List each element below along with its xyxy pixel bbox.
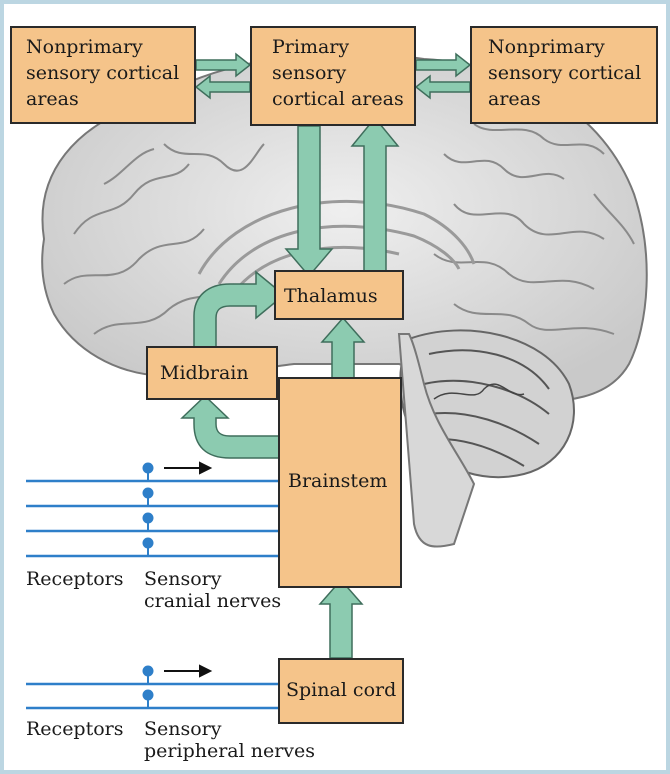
arrow-midbrain-to-thalamus bbox=[193, 270, 286, 349]
box-line: Primary bbox=[272, 36, 350, 58]
thalamus-label: Thalamus bbox=[284, 285, 378, 307]
label-line: cranial nerves bbox=[144, 590, 282, 612]
thalamus-box: Thalamus bbox=[274, 270, 404, 320]
nonprimary-cortical-box-right: Nonprimary sensory cortical areas bbox=[470, 26, 658, 124]
receptor-dot bbox=[142, 665, 154, 677]
diagram-frame: Nonprimary sensory cortical areas Primar… bbox=[4, 4, 666, 770]
box-line: areas bbox=[488, 88, 541, 110]
box-line: areas bbox=[26, 88, 79, 110]
box-line: sensory cortical bbox=[488, 62, 642, 84]
pathway-arrows bbox=[180, 52, 472, 659]
spinal-cord-box: Spinal cord bbox=[278, 658, 404, 724]
midbrain-label: Midbrain bbox=[160, 362, 249, 384]
primary-cortical-box: Primary sensory cortical areas bbox=[250, 26, 416, 126]
spinal-cord-label: Spinal cord bbox=[286, 679, 397, 701]
sensory-cranial-nerves-label: Sensory cranial nerves bbox=[144, 568, 281, 612]
arrow-spinal-to-brainstem bbox=[318, 578, 364, 659]
sensory-peripheral-nerves-label: Sensory peripheral nerves bbox=[144, 718, 315, 762]
arrow-brainstem-to-thalamus bbox=[320, 316, 366, 380]
arrow-left-to-primary bbox=[195, 52, 252, 78]
receptor-dot bbox=[142, 487, 154, 499]
receptor-dot bbox=[142, 689, 154, 701]
arrow-primary-to-left bbox=[194, 74, 251, 100]
receptor-dot bbox=[142, 537, 154, 549]
arrow-primary-to-right bbox=[415, 52, 472, 78]
nerve-lines bbox=[26, 461, 278, 710]
box-line: Nonprimary bbox=[488, 36, 605, 58]
arrow-thalamus-to-primary bbox=[350, 116, 400, 273]
receptors-label-peripheral: Receptors bbox=[26, 718, 124, 740]
arrow-brainstem-to-midbrain bbox=[180, 394, 281, 459]
arrow-right-to-primary bbox=[414, 74, 471, 100]
box-line: Nonprimary bbox=[26, 36, 143, 58]
label-line: Sensory bbox=[144, 718, 222, 740]
brainstem-label: Brainstem bbox=[288, 470, 388, 492]
nonprimary-cortical-box-left: Nonprimary sensory cortical areas bbox=[10, 26, 196, 124]
receptors-label-cranial: Receptors bbox=[26, 568, 124, 590]
label-line: Sensory bbox=[144, 568, 222, 590]
brainstem-box: Brainstem bbox=[278, 377, 402, 588]
brainstem-illustration bbox=[397, 333, 476, 548]
label-line: peripheral nerves bbox=[144, 740, 316, 762]
midbrain-box: Midbrain bbox=[146, 346, 278, 400]
receptor-dot bbox=[142, 462, 154, 474]
arrow-primary-to-thalamus bbox=[284, 125, 334, 278]
box-line: sensory bbox=[272, 62, 347, 84]
brain-illustration bbox=[41, 52, 648, 548]
box-line: cortical areas bbox=[272, 88, 404, 110]
receptor-dot bbox=[142, 512, 154, 524]
box-line: sensory cortical bbox=[26, 62, 180, 84]
